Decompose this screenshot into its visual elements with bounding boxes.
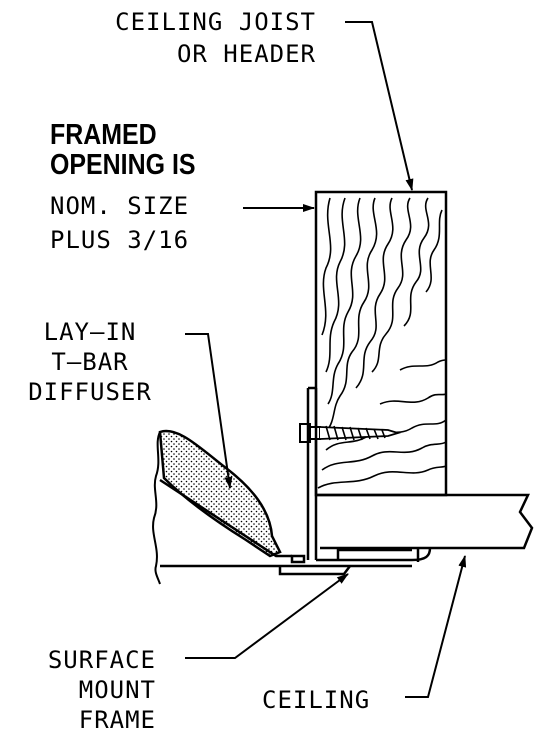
leader-lines [185,21,467,698]
ceiling-leader [405,555,467,698]
ceiling-joist [299,190,448,497]
label-diffuser-line1: LAY—IN [43,318,137,346]
label-surface-mount-line3: FRAME [78,706,156,734]
label-surface-mount-line1: SURFACE [47,646,156,674]
joist-leader [345,21,414,191]
label-framed-opening-line3: NOM. SIZE [50,192,190,220]
surface-mount-frame [278,386,432,576]
label-ceiling-joist-line1: CEILING JOIST [115,8,316,36]
label-framed-opening-line1: FRAMED [50,119,157,151]
label-framed-opening-line4: PLUS 3/16 [50,226,190,254]
label-ceiling: CEILING [262,686,371,714]
frame-leader [185,573,349,659]
label-diffuser-line2: T—BAR [51,348,129,376]
diffuser-leader [185,333,233,489]
label-ceiling-joist-line2: OR HEADER [176,40,316,68]
label-surface-mount-line2: MOUNT [78,676,156,704]
lay-in-diffuser [152,429,292,585]
screw [299,423,402,443]
label-diffuser-line3: DIFFUSER [28,378,152,406]
label-framed-opening-line2: OPENING IS [50,149,196,181]
